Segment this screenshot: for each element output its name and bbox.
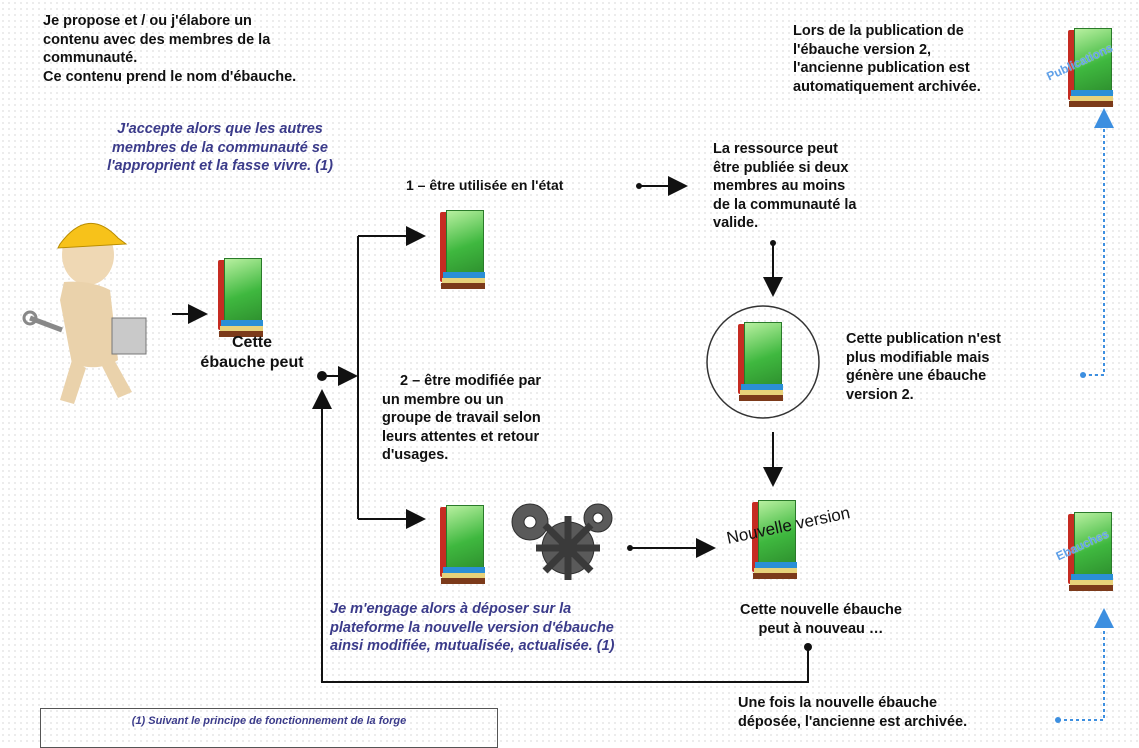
publication-book-icon (738, 322, 784, 402)
ebauche-archive-arrow (1058, 608, 1114, 721)
intro-text: Je propose et / ou j'élabore un contenu … (43, 13, 297, 85)
publications-stack-icon (1068, 28, 1114, 108)
publication-fixed-text: Cette publication n'est plus modifiable … (846, 331, 1001, 403)
accept-text: J'accepte alors que les autres membres d… (107, 121, 333, 174)
option2-book-icon (440, 505, 486, 585)
option1-book-icon (440, 210, 486, 290)
feedback-loop-arrow (312, 389, 809, 683)
ebauche-peut-label: Cette ébauche peut (200, 334, 304, 371)
new-version-book-icon (752, 500, 798, 580)
engagement-text: Je m'engage alors à déposer sur la plate… (330, 601, 615, 654)
publication-circle (706, 305, 820, 419)
worker-figure-icon (22, 222, 147, 404)
option2-text: 2 – être modifiée par un membre ou un gr… (382, 373, 542, 463)
new-draft-text: Cette nouvelle ébauche peut à nouveau … (740, 602, 902, 637)
ressource-text: La ressource peut être publiée si deux m… (713, 141, 857, 231)
pub-archive-arrow (1083, 108, 1114, 376)
footnote-box: (1) Suivant le principe de fonctionnemen… (40, 708, 498, 748)
gears-icon (511, 503, 613, 580)
draft-book-icon (218, 258, 264, 338)
option1-text: 1 – être utilisée en l'état (406, 177, 564, 193)
ebauches-stack-icon (1068, 512, 1114, 592)
archive-text: Une fois la nouvelle ébauche déposée, l'… (738, 695, 968, 730)
publication-v2-text: Lors de la publication de l'ébauche vers… (793, 23, 981, 95)
